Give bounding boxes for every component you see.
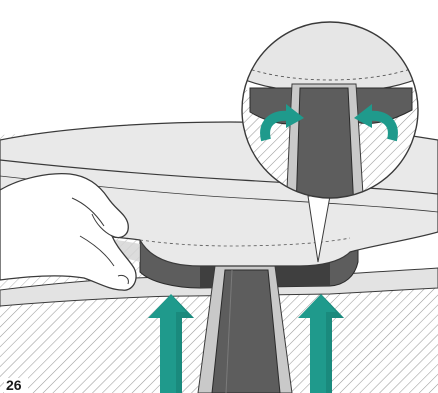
step-number: 26: [4, 378, 28, 393]
center-post: [198, 266, 292, 393]
